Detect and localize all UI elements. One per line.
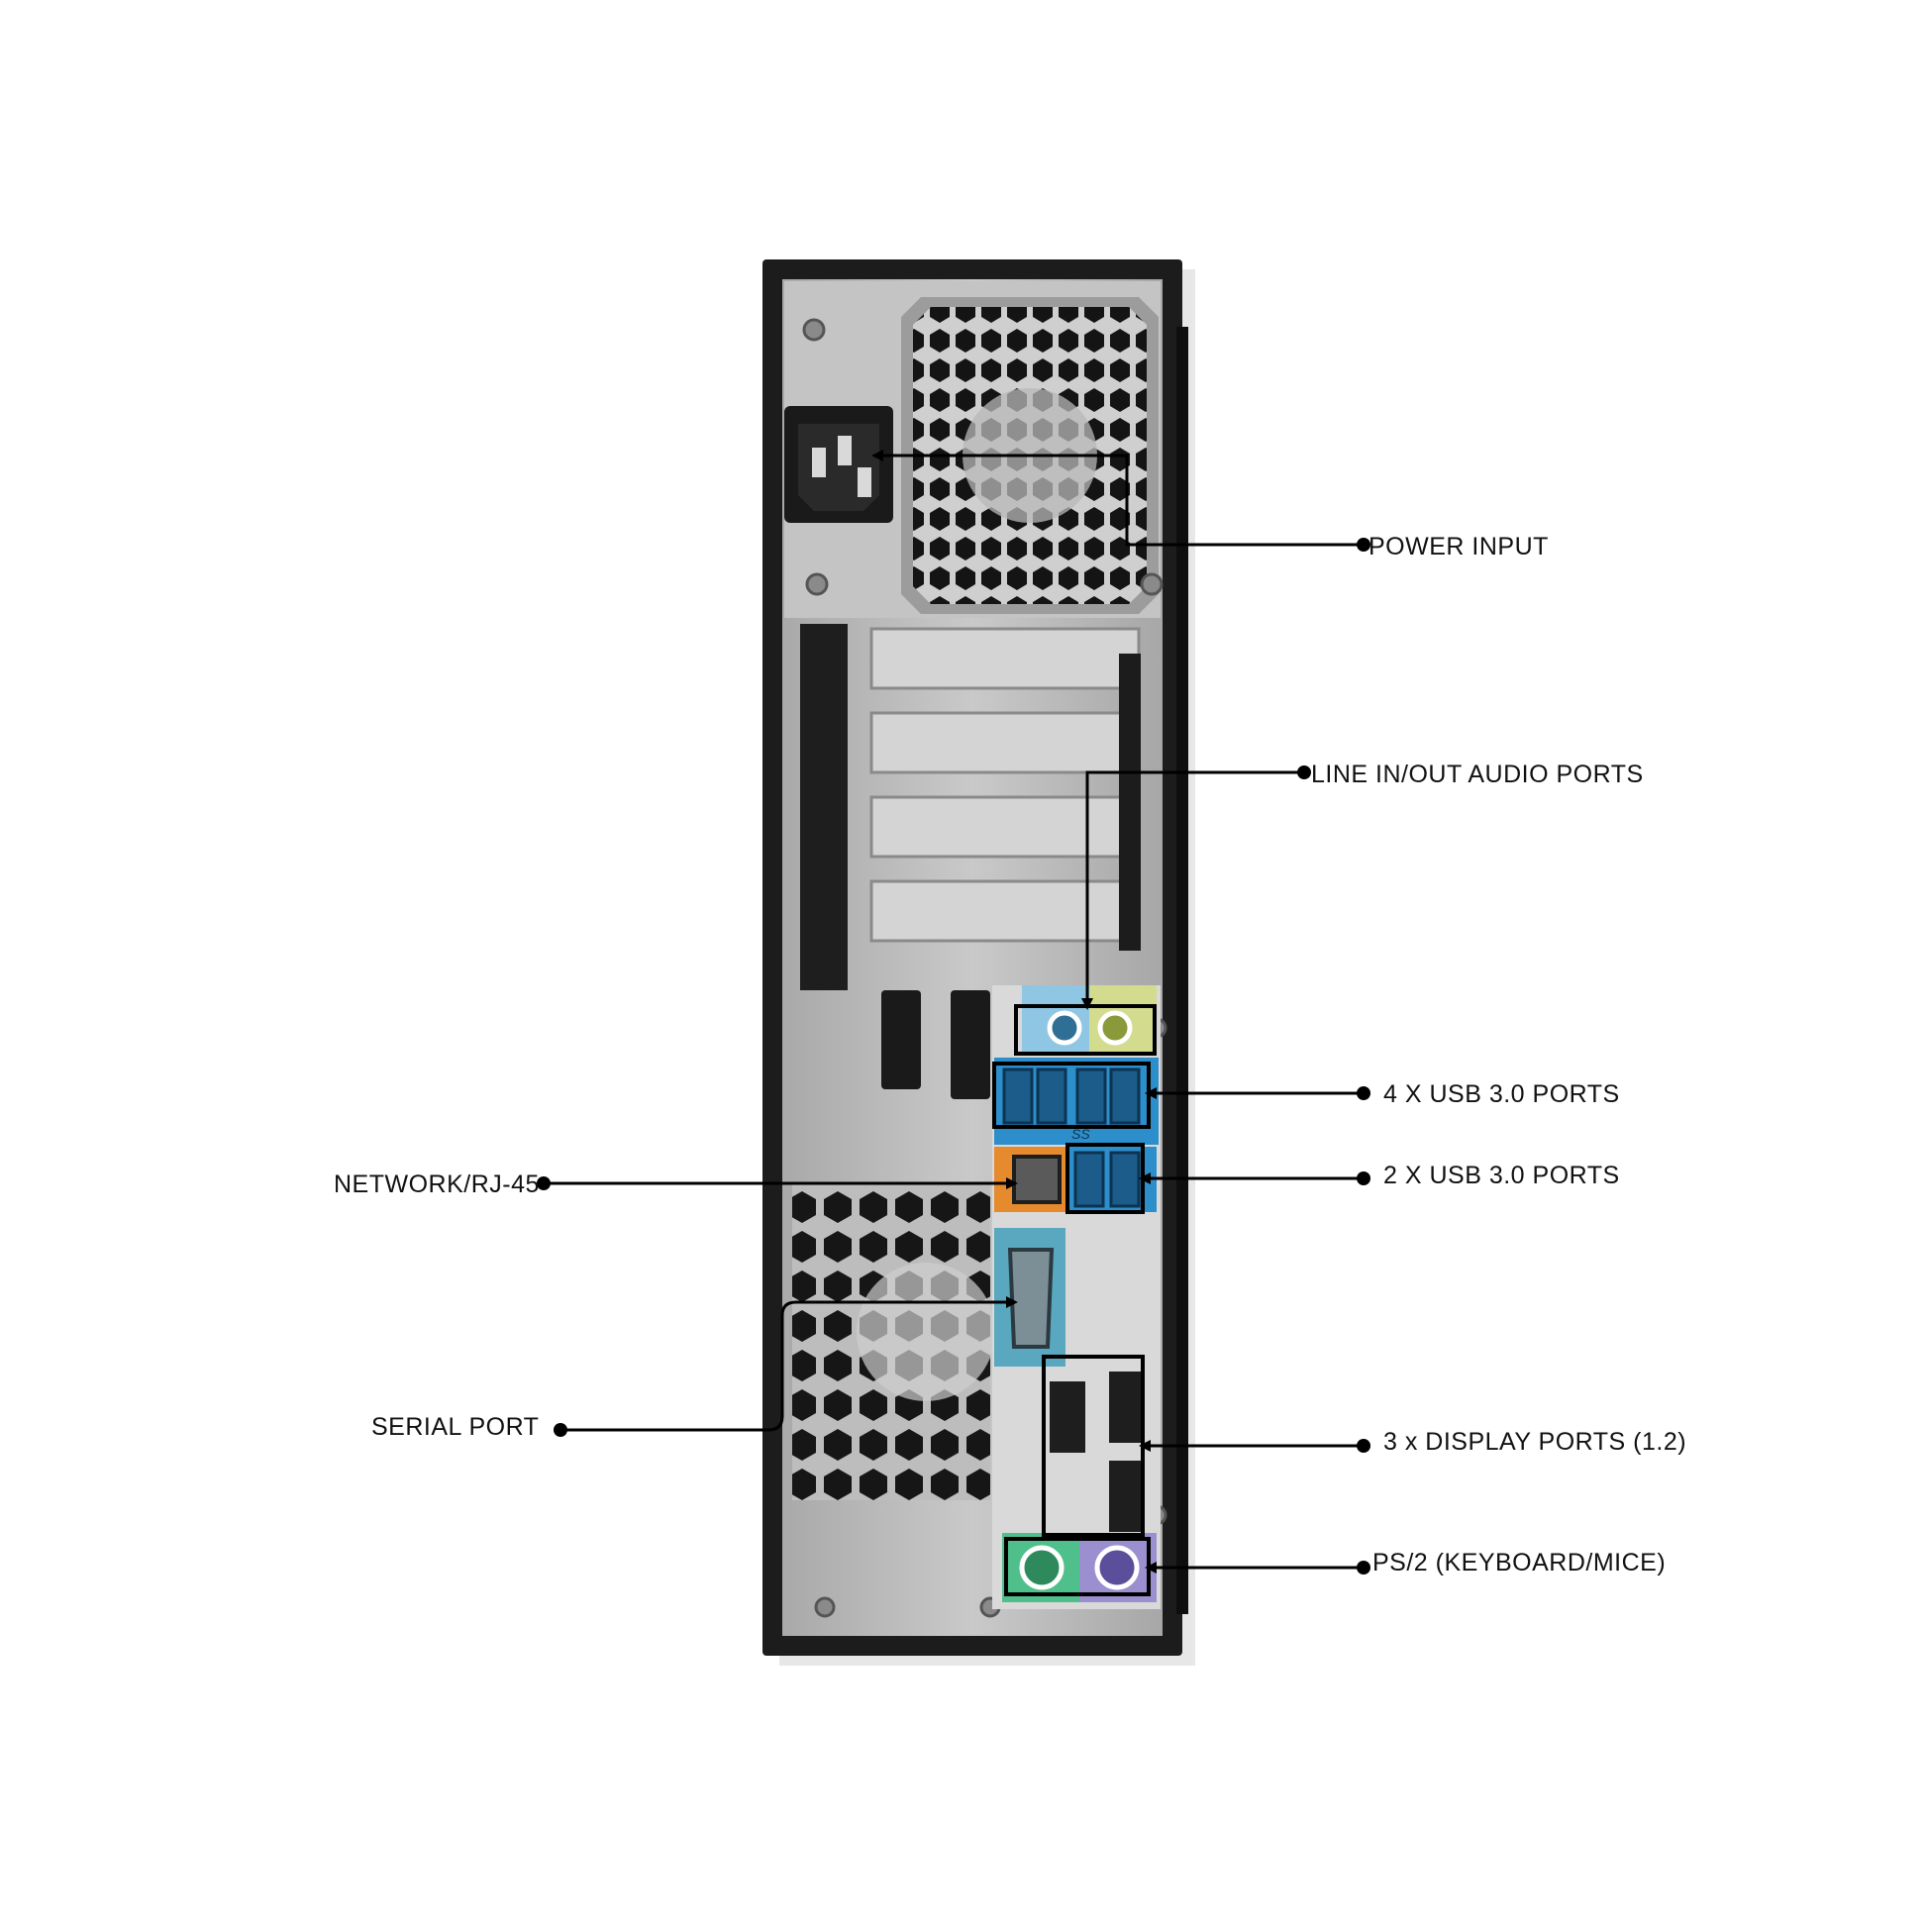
serial-port [1007, 1248, 1055, 1349]
power-pin-3 [858, 467, 871, 497]
usb-port [1109, 1068, 1141, 1125]
vent-label-disc [857, 1263, 995, 1401]
screw [814, 1596, 836, 1618]
displayport-1 [1050, 1381, 1085, 1453]
arrowheads [871, 450, 1157, 1574]
power-dot [1357, 538, 1370, 552]
network-dot [537, 1176, 551, 1190]
usb-port [1002, 1068, 1034, 1125]
lower-vent [792, 990, 1167, 1618]
power-arrowhead [871, 450, 883, 461]
power-supply [784, 281, 1164, 618]
displayport-2 [1109, 1372, 1145, 1443]
usb-port [1073, 1151, 1105, 1208]
ps2-dot [1357, 1561, 1370, 1575]
ps2-mouse-port [1094, 1545, 1140, 1590]
screw [805, 572, 829, 596]
usb4-arrowhead [1145, 1087, 1157, 1099]
screw [1140, 572, 1164, 596]
leader-dots [537, 538, 1370, 1575]
power-leader [879, 454, 1364, 547]
line-out-jack [1097, 1010, 1133, 1046]
usb4-dot [1357, 1086, 1370, 1100]
serial-port-label: SERIAL PORT [371, 1413, 540, 1441]
expansion-slots [800, 624, 1141, 990]
slot-tab [1119, 654, 1141, 951]
power-pin-1 [812, 448, 826, 477]
ps2-arrowhead [1145, 1562, 1157, 1574]
slot-cover-3 [869, 795, 1141, 859]
serial-dot [554, 1423, 567, 1437]
dp-arrowhead [1139, 1440, 1151, 1452]
usb-port [1075, 1068, 1107, 1125]
pci-bracket [800, 624, 848, 990]
power-input-label: POWER INPUT [1369, 533, 1549, 560]
power-pin-2 [838, 436, 852, 465]
screw [802, 318, 826, 342]
line-in-jack [1047, 1010, 1082, 1046]
display-ports-label: 3 x DISPLAY PORTS (1.2) [1383, 1428, 1687, 1456]
audio-ports-label: LINE IN/OUT AUDIO PORTS [1311, 761, 1644, 788]
dp-dot [1357, 1439, 1370, 1453]
slot-cover-1 [869, 627, 1141, 690]
leader-lines [544, 454, 1364, 1570]
ps2-keyboard-port [1019, 1545, 1065, 1590]
usb-four-label: 4 X USB 3.0 PORTS [1383, 1080, 1620, 1108]
serial-arrowhead [1006, 1296, 1018, 1308]
serial-leader [560, 1300, 1014, 1432]
usb-two-label: 2 X USB 3.0 PORTS [1383, 1162, 1620, 1189]
lock-slot [951, 990, 990, 1099]
audio-leader [1085, 770, 1304, 1006]
audio-arrowhead [1081, 998, 1093, 1010]
lock-slot [881, 990, 921, 1089]
displayport-3 [1109, 1461, 1145, 1532]
chassis-side-edge [1176, 327, 1188, 1614]
audio-dot [1297, 765, 1311, 779]
slot-cover-2 [869, 711, 1141, 774]
network-arrowhead [1006, 1177, 1018, 1189]
rj45-port [1012, 1155, 1062, 1204]
usb-port [1109, 1151, 1141, 1208]
usb2-arrowhead [1139, 1172, 1151, 1184]
ps2-label: PS/2 (KEYBOARD/MICE) [1372, 1549, 1667, 1576]
usb2-dot [1357, 1171, 1370, 1185]
usb-ss-logo: SS [1071, 1126, 1090, 1142]
io-plate: SS [992, 985, 1161, 1609]
network-label: NETWORK/RJ-45 [334, 1170, 540, 1198]
slot-cover-4 [869, 879, 1141, 943]
usb-port [1036, 1068, 1067, 1125]
